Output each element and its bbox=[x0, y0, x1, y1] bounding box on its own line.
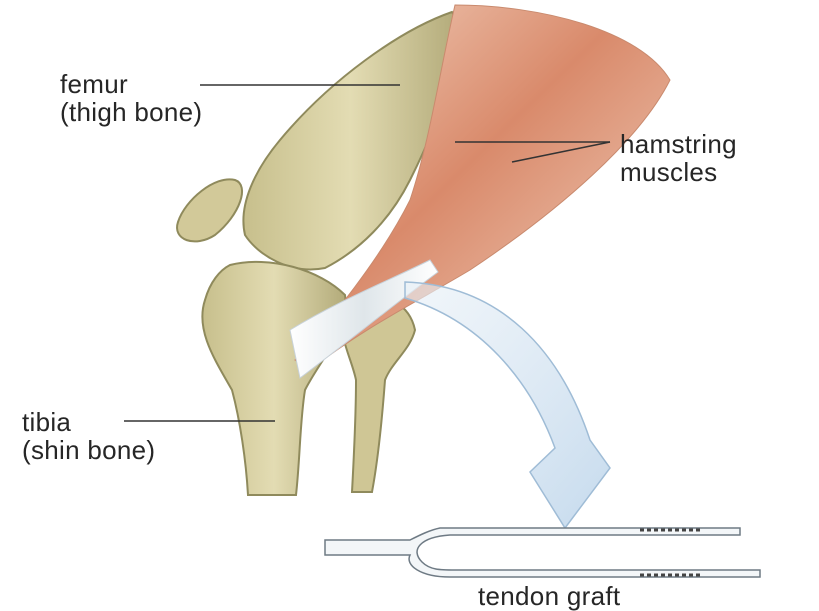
graft-suture bbox=[640, 530, 700, 575]
tibia-bone bbox=[202, 262, 345, 495]
tibia-label-line1: tibia bbox=[22, 408, 155, 436]
hamstring-label-line2: muscles bbox=[620, 158, 737, 186]
tibia-label: tibia (shin bone) bbox=[22, 408, 155, 464]
tibia-label-line2: (shin bone) bbox=[22, 436, 155, 464]
tendon-graft bbox=[325, 528, 760, 577]
harvest-arrow bbox=[405, 282, 610, 528]
femur-label: femur (thigh bone) bbox=[60, 70, 202, 126]
femur-label-line1: femur bbox=[60, 70, 202, 98]
hamstring-label-line1: hamstring bbox=[620, 130, 737, 158]
patella-bone bbox=[177, 179, 242, 241]
tendon-graft-label: tendon graft bbox=[478, 582, 620, 610]
hamstring-label: hamstring muscles bbox=[620, 130, 737, 186]
femur-label-line2: (thigh bone) bbox=[60, 98, 202, 126]
